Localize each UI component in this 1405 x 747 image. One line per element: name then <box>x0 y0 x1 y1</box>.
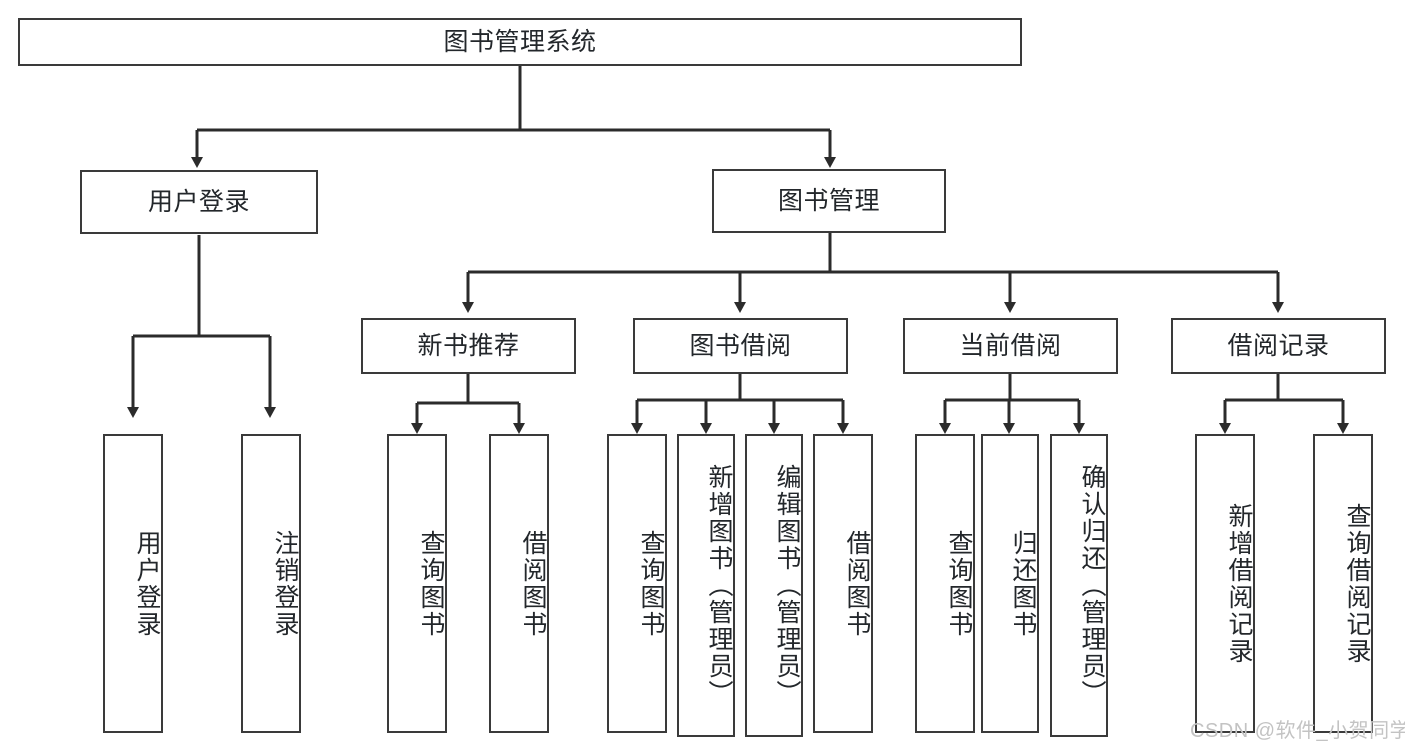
node-borrowing-record[interactable]: 借阅记录 <box>1171 318 1386 374</box>
node-label: 归还图书 <box>1009 529 1037 638</box>
leaf-return-books[interactable]: 归还图书 <box>981 434 1039 733</box>
leaf-add-borrow-record[interactable]: 新增借阅记录 <box>1195 434 1255 733</box>
node-label: 查询图书 <box>417 529 445 638</box>
leaf-query-borrow-record[interactable]: 查询借阅记录 <box>1313 434 1373 733</box>
node-label: 查询借阅记录 <box>1343 502 1371 665</box>
node-current-borrowing[interactable]: 当前借阅 <box>903 318 1118 374</box>
node-label: 借阅图书 <box>519 529 547 638</box>
node-label: 当前借阅 <box>959 332 1062 360</box>
node-label: 确认归还（管理员） <box>1078 464 1106 707</box>
leaf-confirm-return-admin[interactable]: 确认归还（管理员） <box>1050 434 1108 737</box>
node-label: 借阅图书 <box>843 529 871 638</box>
node-label: 图书管理 <box>777 187 880 215</box>
node-label: 用户登录 <box>133 529 161 638</box>
leaf-query-books-current[interactable]: 查询图书 <box>915 434 975 733</box>
node-user-login[interactable]: 用户登录 <box>80 170 318 234</box>
leaf-borrow-books-borrow[interactable]: 借阅图书 <box>813 434 873 733</box>
leaf-borrow-books-recommend[interactable]: 借阅图书 <box>489 434 549 733</box>
node-label: 查询图书 <box>945 529 973 638</box>
node-root-book-management-system[interactable]: 图书管理系统 <box>18 18 1022 66</box>
node-label: 注销登录 <box>271 529 299 638</box>
node-book-management[interactable]: 图书管理 <box>712 169 946 233</box>
node-label: 新增借阅记录 <box>1225 502 1253 665</box>
node-label: 查询图书 <box>637 529 665 638</box>
node-label: 借阅记录 <box>1227 332 1330 360</box>
node-label: 图书借阅 <box>689 332 792 360</box>
node-book-borrowing[interactable]: 图书借阅 <box>633 318 848 374</box>
node-label: 用户登录 <box>147 188 250 216</box>
node-label: 图书管理系统 <box>443 28 597 56</box>
node-label: 新书推荐 <box>417 332 520 360</box>
leaf-add-book-admin[interactable]: 新增图书（管理员） <box>677 434 735 737</box>
node-label: 新增图书（管理员） <box>705 464 733 707</box>
leaf-user-login[interactable]: 用户登录 <box>103 434 163 733</box>
node-label: 编辑图书（管理员） <box>773 464 801 707</box>
leaf-edit-book-admin[interactable]: 编辑图书（管理员） <box>745 434 803 737</box>
leaf-logout[interactable]: 注销登录 <box>241 434 301 733</box>
node-new-book-recommendation[interactable]: 新书推荐 <box>361 318 576 374</box>
leaf-query-books-borrow[interactable]: 查询图书 <box>607 434 667 733</box>
leaf-query-books-recommend[interactable]: 查询图书 <box>387 434 447 733</box>
csdn-watermark: CSDN @软件_小贺同学 <box>1190 720 1405 742</box>
